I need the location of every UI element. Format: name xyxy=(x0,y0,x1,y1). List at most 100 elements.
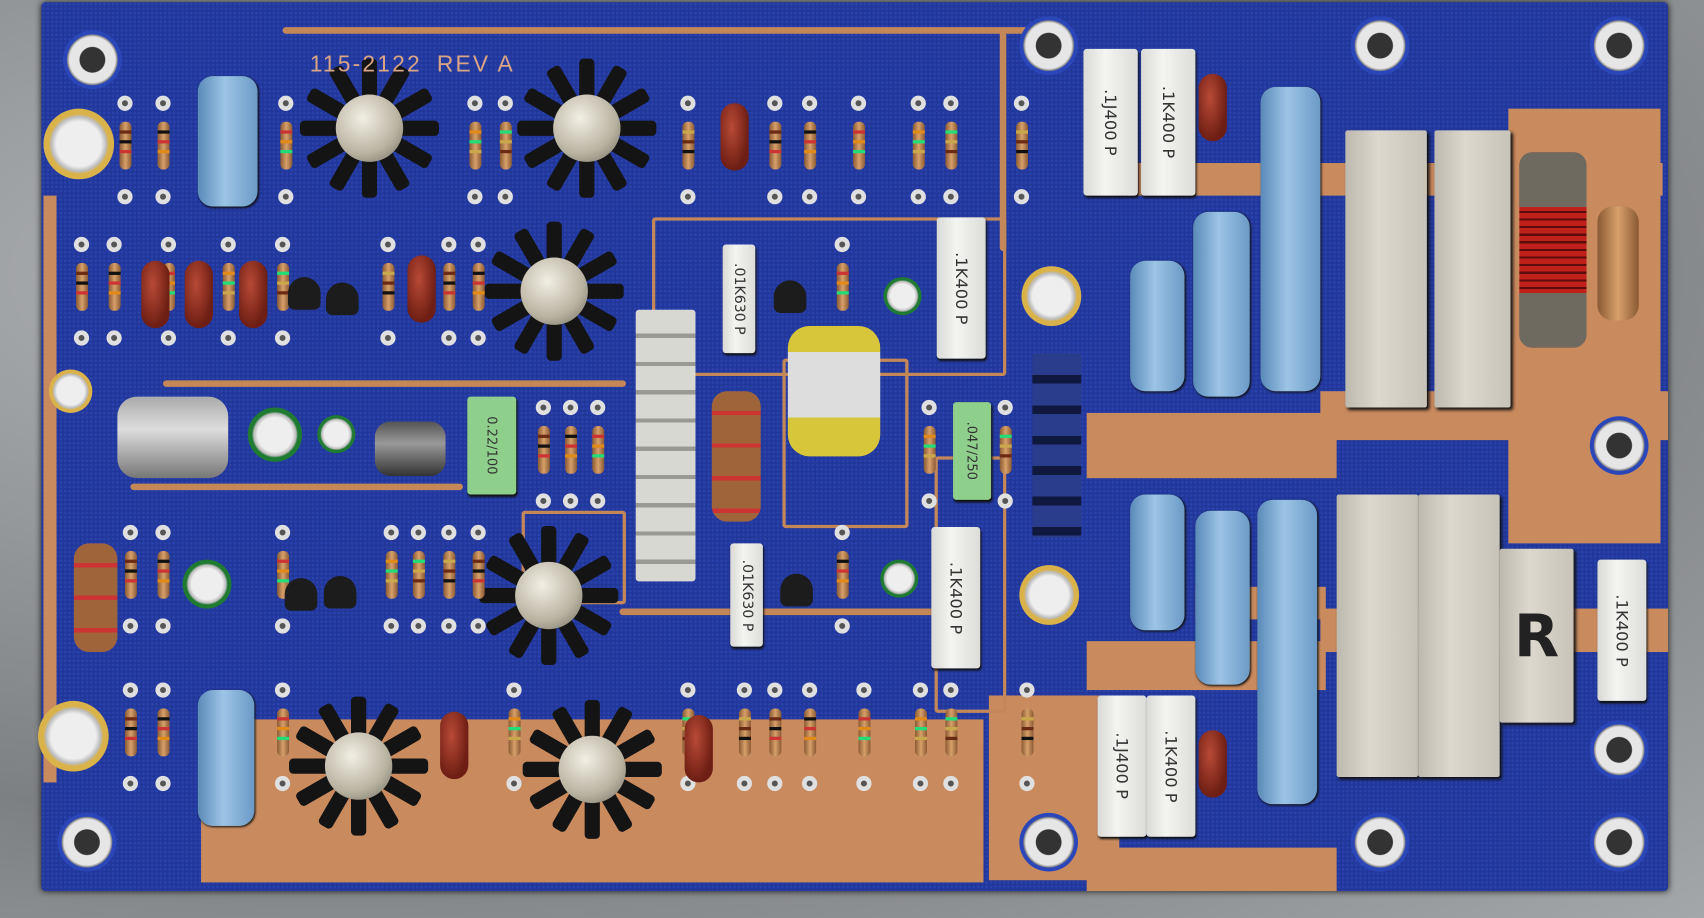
resistor-band xyxy=(277,291,290,295)
resistor xyxy=(412,550,425,599)
solder-pad xyxy=(467,189,483,205)
solder-pad xyxy=(680,189,696,205)
copper-area xyxy=(1086,847,1337,892)
transistor xyxy=(326,282,359,316)
resistor-band xyxy=(412,569,425,573)
solder-pad xyxy=(921,399,937,416)
resistor-band xyxy=(280,149,293,154)
transistor xyxy=(780,573,813,607)
capacitor-label: .047/250 xyxy=(964,421,980,481)
resistor-band xyxy=(804,130,817,134)
resistor-band xyxy=(682,140,695,144)
resistor-band xyxy=(157,140,170,144)
copper-area xyxy=(1086,412,1337,479)
resistor xyxy=(769,708,782,757)
resistor xyxy=(124,708,137,757)
small-connector xyxy=(1032,353,1082,538)
resistor-band xyxy=(412,579,425,583)
resistor-band xyxy=(472,271,485,275)
copper-trace xyxy=(619,608,942,616)
resistor-band xyxy=(499,130,512,134)
wirewound-resistor xyxy=(1195,510,1250,685)
resistor xyxy=(469,121,482,170)
solder-pad xyxy=(801,682,818,698)
solder-pad xyxy=(155,618,171,634)
transistor-heatsink xyxy=(299,58,440,199)
electrolytic-capacitor xyxy=(317,415,356,454)
resistor-band xyxy=(804,149,817,154)
solder-pad xyxy=(274,775,291,792)
transistor xyxy=(773,280,807,313)
dipped-capacitor xyxy=(720,103,749,171)
resistor-band xyxy=(472,569,485,573)
resistor-band xyxy=(769,727,782,731)
resistor-band xyxy=(565,434,578,438)
solder-pad xyxy=(912,775,929,792)
wirewound-resistor xyxy=(1257,499,1318,805)
resistor-band xyxy=(280,130,293,134)
resistor xyxy=(1016,121,1029,170)
mounting-hole xyxy=(1350,812,1410,872)
resistor-band xyxy=(443,291,456,295)
solder-pad xyxy=(117,95,133,111)
resistor-band xyxy=(565,454,578,458)
resistor xyxy=(945,708,958,757)
resistor xyxy=(804,708,817,757)
resistor-band xyxy=(443,569,456,573)
electrolytic-capacitor xyxy=(883,277,922,316)
copper-trace xyxy=(163,380,626,387)
resistor-band xyxy=(76,291,89,295)
resistor-band xyxy=(508,727,521,731)
pin-header-connector xyxy=(635,309,696,582)
transistor xyxy=(284,578,318,611)
resistor-band xyxy=(443,271,456,275)
resistor xyxy=(537,425,550,474)
resistor xyxy=(119,121,132,170)
mounting-hole xyxy=(1019,812,1079,872)
board-revision: REV A xyxy=(436,52,515,78)
resistor-band xyxy=(592,454,605,458)
film-capacitor: .01K630 P xyxy=(730,543,763,647)
solder-pad xyxy=(997,399,1013,416)
solder-pad xyxy=(767,189,783,205)
transistor-heatsink xyxy=(484,221,625,362)
inductor-coil xyxy=(1519,152,1587,348)
resistor-band xyxy=(1021,717,1034,721)
resistor xyxy=(277,550,290,599)
resistor-band xyxy=(124,736,137,741)
wirewound-resistor xyxy=(1193,211,1250,397)
resistor xyxy=(472,550,485,599)
resistor-band xyxy=(119,140,132,144)
resistor xyxy=(769,121,782,170)
solder-pad xyxy=(834,524,850,541)
resistor xyxy=(443,550,456,599)
capacitor-label: .01K630 P xyxy=(730,262,748,335)
resistor xyxy=(592,425,605,474)
capacitor-label: .1J400 P xyxy=(1112,732,1132,800)
resistor-band xyxy=(923,454,936,458)
resistor-band xyxy=(108,271,121,275)
solder-pad xyxy=(380,236,396,253)
resistor-band xyxy=(277,727,290,731)
film-capacitor: .1K400 P xyxy=(1146,695,1196,837)
solder-pad xyxy=(106,330,122,346)
solder-pad xyxy=(106,236,122,253)
electrolytic-capacitor xyxy=(48,369,93,413)
resistor xyxy=(280,121,293,170)
resistor-band xyxy=(119,149,132,154)
resistor-band xyxy=(1021,736,1034,741)
resistor-band xyxy=(124,569,137,573)
resistor-band xyxy=(858,736,871,741)
resistor-band xyxy=(385,559,398,563)
electrolytic-capacitor xyxy=(247,407,303,462)
wirewound-resistor xyxy=(1260,86,1321,392)
resistor-band xyxy=(836,559,849,563)
resistor xyxy=(222,262,235,311)
resistor-band xyxy=(923,434,936,438)
resistor xyxy=(836,550,849,599)
resistor-band xyxy=(157,130,170,134)
solder-pad xyxy=(274,682,291,698)
resistor-band xyxy=(469,140,482,144)
solder-pad xyxy=(441,618,457,634)
resistor-band xyxy=(537,434,550,438)
